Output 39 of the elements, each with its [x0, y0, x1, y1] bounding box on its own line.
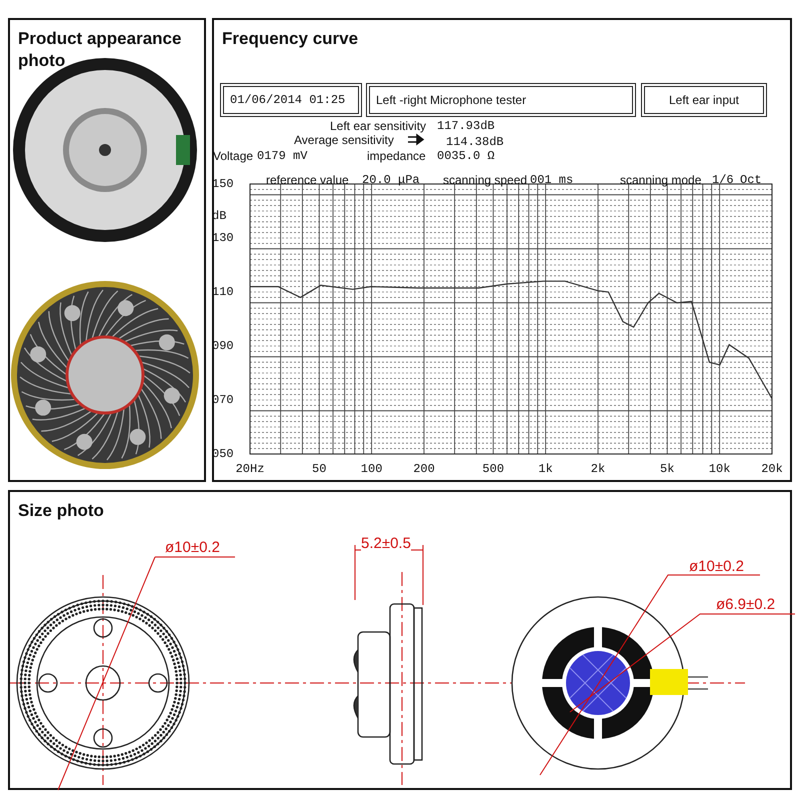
- panel-heading: Frequency curve: [222, 28, 360, 50]
- axis-tick-label: 200: [413, 462, 435, 476]
- readout-text: impedance: [367, 149, 426, 163]
- axis-tick-label: 10k: [708, 462, 730, 476]
- axis-tick-label: 20k: [761, 462, 783, 476]
- readout-text: scanning speed: [443, 173, 528, 187]
- readout-text: 1/6: [712, 173, 734, 187]
- readout-text: 0179 mV: [257, 149, 308, 163]
- readout-text: 0035.0 Ω: [437, 149, 495, 163]
- dimension-label: ø10±0.2: [165, 541, 220, 555]
- readout-text: Voltage: [213, 149, 254, 163]
- readout-text: 114.38dB: [446, 135, 504, 149]
- panel-heading: Product appearance photo: [18, 28, 182, 72]
- readout-text: 20.0 μPa: [362, 173, 420, 187]
- readout-text: 117.93dB: [437, 119, 495, 133]
- readout-text: scanning mode: [620, 173, 702, 187]
- dimension-label: ø10±0.2: [689, 560, 744, 574]
- dimension-label: ø6.9±0.2: [716, 598, 776, 612]
- panel-heading: Size photo: [18, 500, 105, 522]
- readout-text: reference value: [266, 173, 349, 187]
- axis-tick-label: 100: [360, 462, 382, 476]
- axis-tick-label: 50: [312, 462, 326, 476]
- axis-tick-label: 20Hz: [236, 462, 264, 476]
- axis-tick-label: 130: [212, 231, 234, 245]
- readout-text: Left ear sensitivity: [330, 119, 426, 133]
- readout-text: Average sensitivity: [294, 133, 394, 147]
- axis-tick-label: 110: [212, 285, 234, 299]
- info-box: Left -right Microphone tester: [366, 83, 636, 117]
- readout-text: 001 ms: [530, 173, 574, 187]
- info-box: 01/06/2014 01:25: [220, 83, 362, 117]
- readout-text: Oct: [740, 173, 762, 187]
- dimension-label: 5.2±0.5: [361, 537, 411, 551]
- axis-tick-label: 500: [482, 462, 504, 476]
- axis-tick-label: 150: [212, 177, 234, 191]
- info-box: Left ear input: [641, 83, 767, 117]
- panel: [212, 18, 792, 482]
- axis-tick-label: 5k: [660, 462, 674, 476]
- axis-tick-label: 2k: [590, 462, 606, 476]
- axis-tick-label: 1k: [538, 462, 553, 476]
